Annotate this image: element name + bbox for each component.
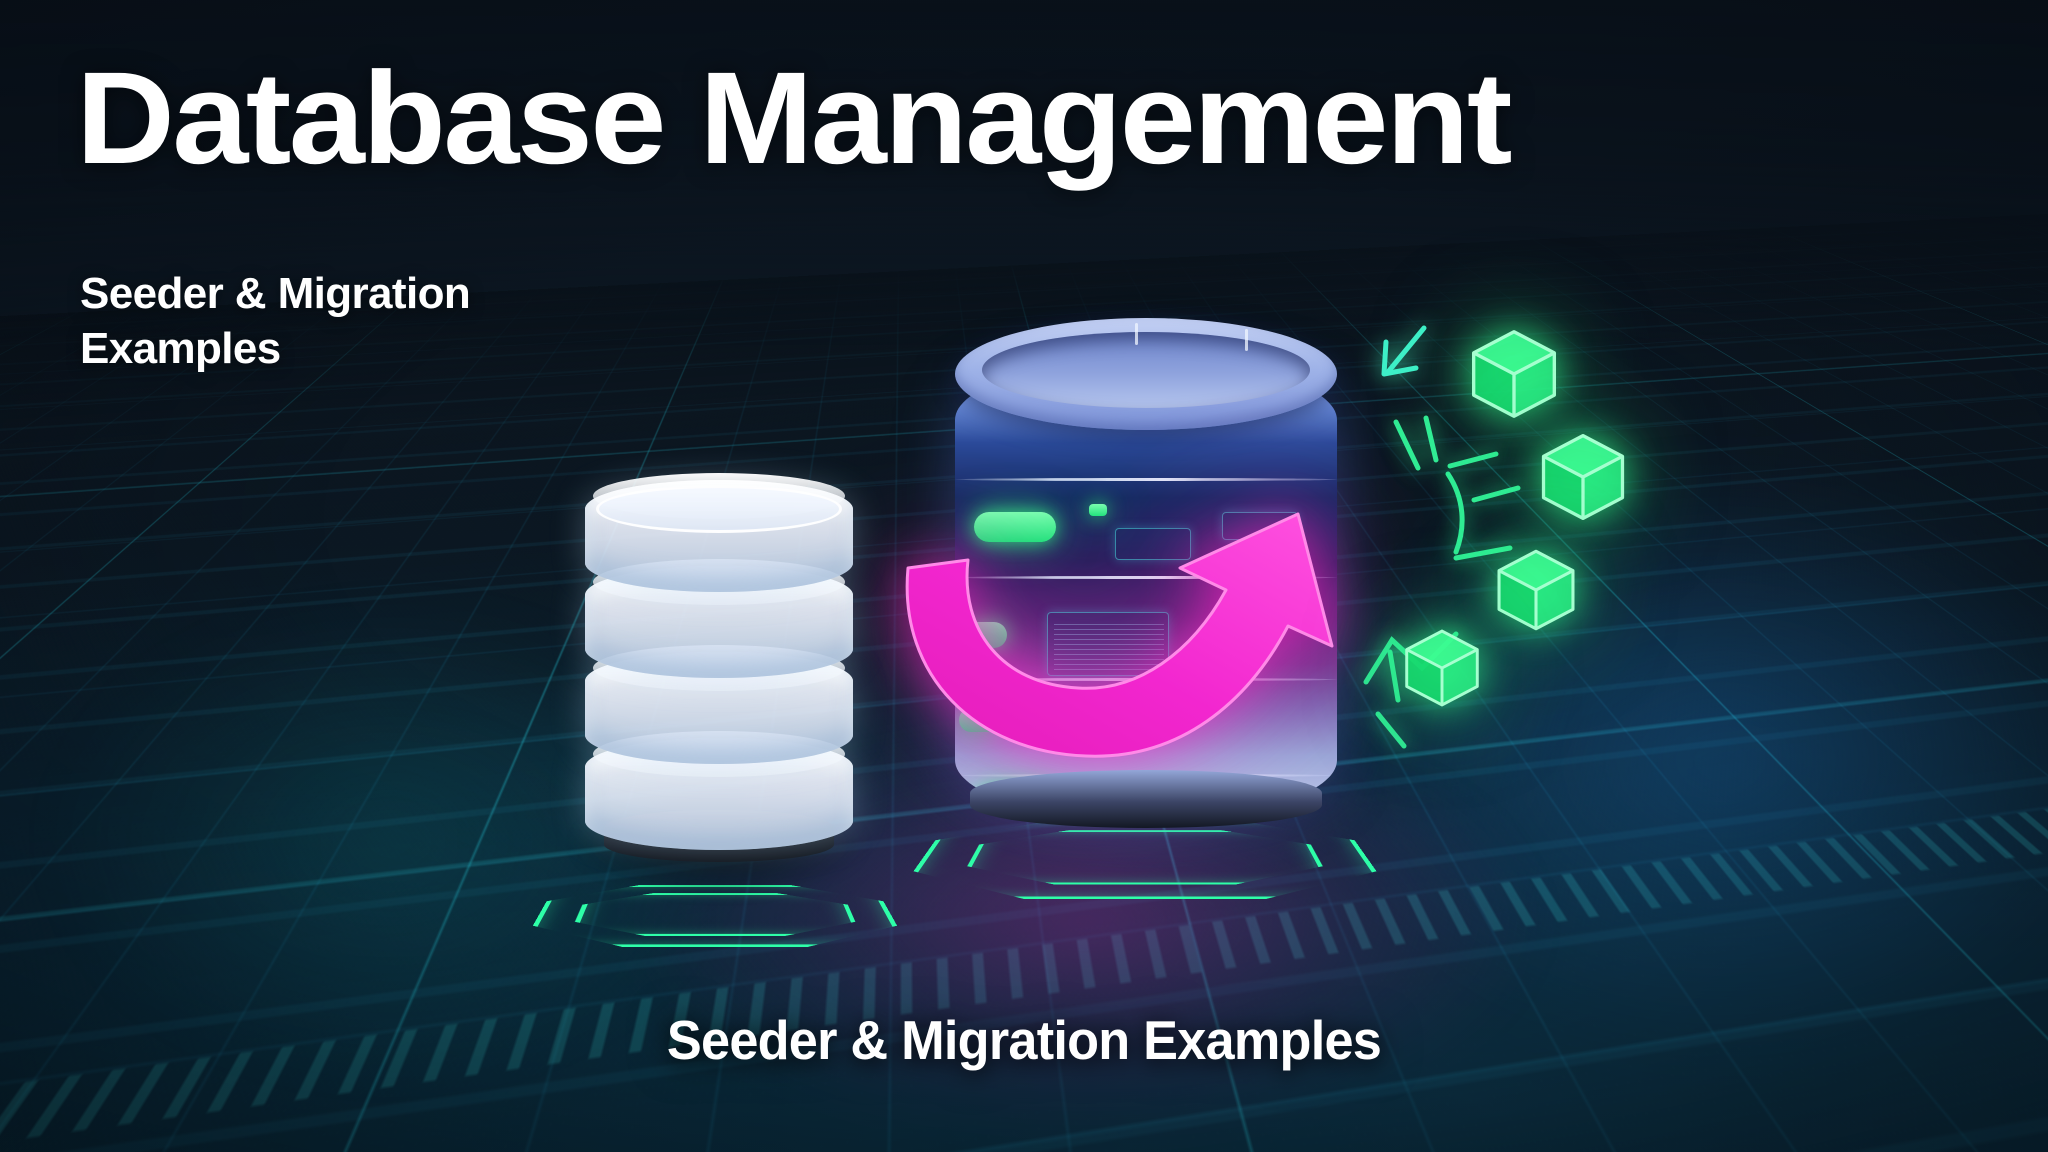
data-cube-2 bbox=[1541, 433, 1625, 521]
bottom-caption: Seeder & Migration Examples bbox=[666, 1009, 1382, 1071]
data-cube-3 bbox=[1497, 549, 1575, 631]
right-db-open-top bbox=[981, 332, 1311, 408]
source-database-cylinder bbox=[574, 480, 864, 896]
data-cube-1 bbox=[1472, 330, 1556, 418]
target-database-neon-pad bbox=[894, 821, 1396, 899]
hud-panel-c bbox=[1046, 612, 1169, 676]
right-db-segment-line-2 bbox=[955, 576, 1337, 579]
chevron-down-left-icon bbox=[1381, 325, 1427, 377]
spark-lines-upper bbox=[1393, 415, 1521, 561]
hud-data-rows bbox=[1054, 622, 1165, 670]
data-cube-4 bbox=[1405, 629, 1479, 707]
page-subtitle: Seeder & Migration Examples bbox=[80, 269, 471, 374]
status-pill-1 bbox=[974, 512, 1057, 542]
left-db-top-rim bbox=[595, 485, 843, 533]
rim-notch-2 bbox=[1245, 329, 1249, 351]
hud-panel-a bbox=[1115, 528, 1192, 560]
right-db-top-rim bbox=[955, 318, 1337, 430]
right-db-segment-line-1 bbox=[955, 478, 1337, 481]
rim-notch-1 bbox=[1134, 323, 1138, 345]
right-db-foot bbox=[970, 770, 1322, 828]
status-pill-tiny bbox=[1088, 504, 1107, 516]
page-title: Database Management bbox=[76, 44, 1512, 191]
migration-arrow bbox=[880, 440, 1440, 800]
